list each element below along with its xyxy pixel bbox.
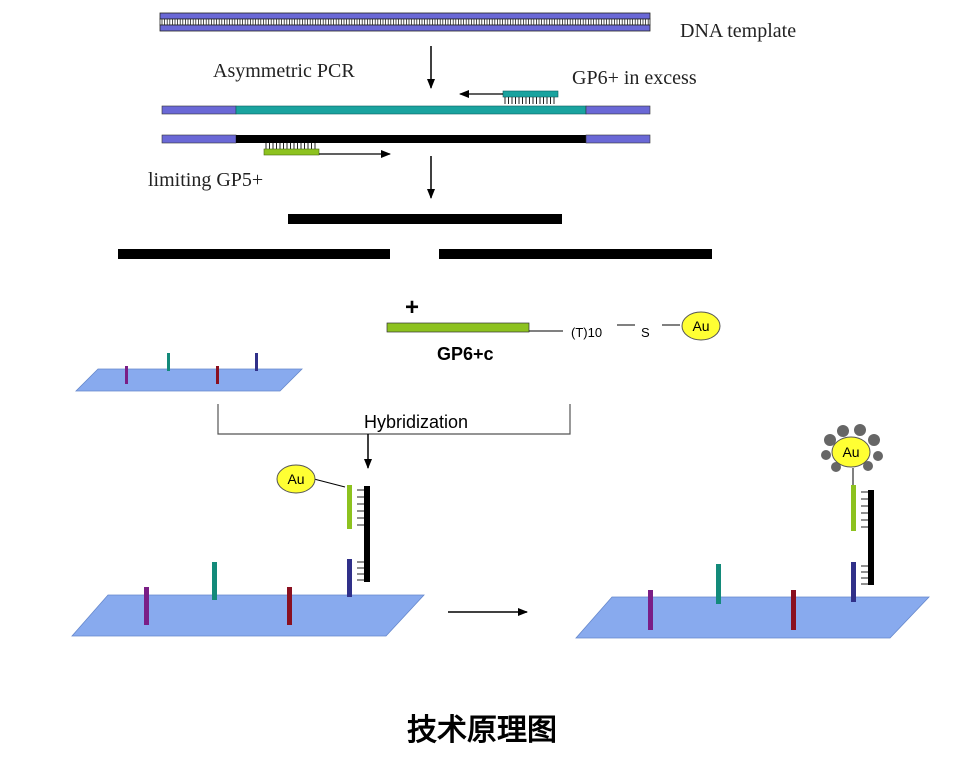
hybridization-label: Hybridization xyxy=(364,412,468,432)
right-au-label: Au xyxy=(842,444,859,460)
dna-template-label: DNA template xyxy=(680,20,796,42)
gp6-excess-label: GP6+ in excess xyxy=(572,67,697,89)
caption-title: 技术原理图 xyxy=(407,713,557,748)
au-label: Au xyxy=(692,318,709,334)
silver-enhanced-gold: Au xyxy=(821,424,883,472)
t10-label: (T)10 xyxy=(571,325,602,340)
ss-product-right xyxy=(439,249,712,259)
small-plate xyxy=(75,353,303,392)
dna-template xyxy=(159,12,651,32)
left-au-label: Au xyxy=(287,471,304,487)
left-plate: Au xyxy=(71,464,425,637)
ss-product-top xyxy=(288,214,562,224)
asymmetric-pcr-label: Asymmetric PCR xyxy=(213,60,355,82)
template-rungs xyxy=(161,19,649,25)
gold-nanoparticle: Au xyxy=(681,311,721,341)
hybridization-bracket xyxy=(217,404,571,469)
pcr-strand-black xyxy=(161,134,651,144)
limiting-gp5-label: limiting GP5+ xyxy=(148,169,263,191)
gp5-primer xyxy=(263,143,391,158)
pcr-strand-teal xyxy=(161,105,651,115)
gp6-primer xyxy=(459,90,559,104)
gp6c-probe xyxy=(386,322,680,333)
ss-product-left xyxy=(118,249,390,259)
plus-sign: + xyxy=(405,294,419,321)
right-plate: Au xyxy=(575,424,930,639)
s-label: S xyxy=(641,325,650,340)
gp6c-label: GP6+c xyxy=(437,344,494,364)
